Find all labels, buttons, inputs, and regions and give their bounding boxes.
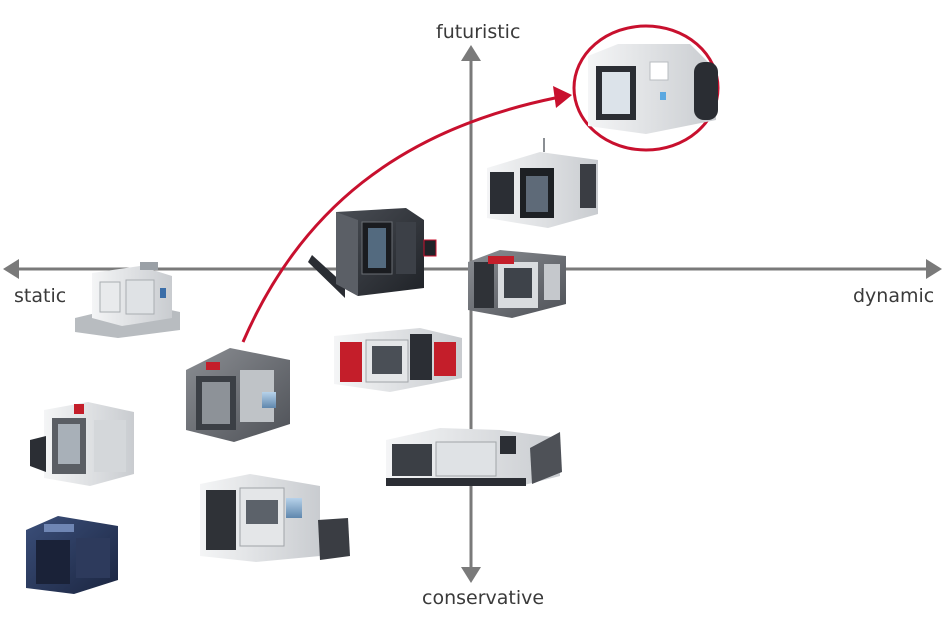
machine-lathe-conveyor [200, 474, 350, 562]
machine-white-futuristic [487, 138, 598, 228]
axis-label-conservative: conservative [422, 587, 545, 609]
axis-label-futuristic: futuristic [436, 21, 521, 43]
machine-long-lathe [386, 428, 562, 486]
axis-label-dynamic: dynamic [853, 285, 935, 307]
machine-highlighted-future [572, 24, 720, 152]
highlight-arrow [241, 86, 572, 343]
arrow-left-icon [3, 259, 19, 279]
machine-dark-vertical-center [308, 208, 437, 298]
arrow-right-icon [926, 259, 942, 279]
arrow-up-icon [461, 45, 481, 61]
machine-dark-blue-box [26, 516, 118, 594]
machine-haas-mill [30, 402, 134, 486]
machine-white-static [75, 262, 180, 338]
axis-label-static: static [14, 285, 67, 307]
machine-mazak-lathe [468, 250, 566, 318]
arrow-head-icon [553, 86, 572, 108]
machine-red-lathe [334, 328, 462, 392]
machine-grey-mill [186, 348, 290, 442]
arrow-down-icon [461, 567, 481, 583]
